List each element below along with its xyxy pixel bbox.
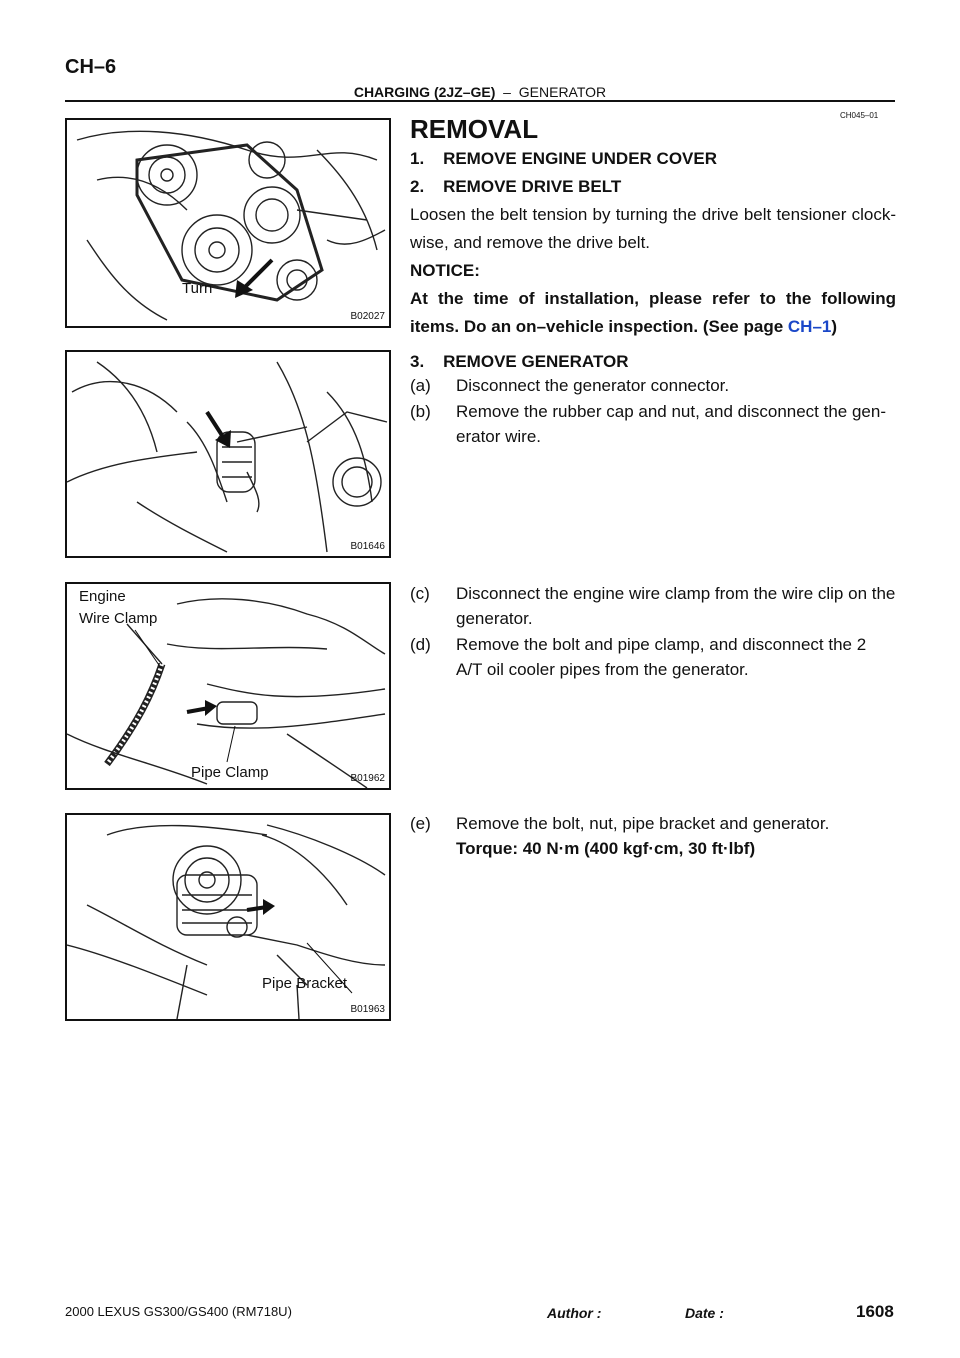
figure-code: B01963 [350,1004,385,1015]
section-title: REMOVAL [410,114,539,144]
figure-code: B01646 [350,541,385,552]
notice-close-paren: ) [831,317,838,336]
page-link[interactable]: CH–1 [787,317,832,336]
step-2-heading: 2. REMOVE DRIVE BELT [410,177,622,196]
footer-date-label: Date : [685,1305,724,1321]
step-b-letter: (b) [410,402,431,421]
page-code: CH–6 [65,56,117,78]
figure-pipe-bracket: Pipe Bracket B01963 [65,813,391,1021]
step-e-text: Remove the bolt, nut, pipe bracket and g… [456,814,830,833]
step-c-text-1: Disconnect the engine wire clamp from th… [456,584,896,603]
step-e: (e) Remove the bolt, nut, pipe bracket an… [410,810,829,838]
step-e-letter: (e) [410,814,431,833]
step-d-letter: (d) [410,635,431,654]
label-pipe-clamp: Pipe Clamp [191,764,269,781]
header-rule [65,100,895,102]
step-1-heading: 1. REMOVE ENGINE UNDER COVER [410,149,717,168]
step-b-text-1: Remove the rubber cap and nut, and disco… [456,402,887,421]
footer-author-label: Author : [547,1305,602,1321]
step-c-cont: generator. [456,609,533,628]
section-separator: – [495,84,519,100]
label-engine: Engine [79,588,126,605]
step-b-cont: erator wire. [456,427,542,446]
step-d: (d) Remove the bolt and pipe clamp, and d… [410,631,866,659]
notice-label: NOTICE: [410,261,480,280]
reference-code: CH045–01 [840,111,879,120]
step-3-heading: 3. REMOVE GENERATOR [410,352,629,371]
footer-book-title: 2000 LEXUS GS300/GS400 (RM718U) [65,1304,292,1319]
step-c: (c) Disconnect the engine wire clamp from… [410,580,895,608]
section-header: CHARGING (2JZ–GE) – GENERATOR [65,84,895,100]
figure-code: B02027 [350,311,385,322]
label-pipe-bracket: Pipe Bracket [262,975,348,992]
step-2-text: Loosen the belt tension by turning the d… [410,205,896,252]
step-a: (a) Disconnect the generator connector. [410,372,729,400]
step-a-letter: (a) [410,376,431,395]
figure-generator-connector: B01646 [65,350,391,558]
section-name: CHARGING (2JZ–GE) [353,84,496,100]
figure-pipe-clamp: Engine Wire Clamp Pipe Clamp B01962 [65,582,391,790]
pipe-clamp-illustration [67,598,386,788]
notice-body: At the time of installation, please refe… [410,289,896,336]
step-d-text-1: Remove the bolt and pipe clamp, and disc… [456,635,867,654]
notice-text: At the time of installation, please refe… [410,285,896,341]
step-b: (b) Remove the rubber cap and nut, and di… [410,398,896,426]
step-d-cont: A/T oil cooler pipes from the generator. [456,660,749,679]
step-a-text: Disconnect the generator connector. [456,376,730,395]
pipe-bracket-illustration [67,824,386,1019]
label-wire-clamp: Wire Clamp [79,610,158,627]
drive-belt-illustration [76,130,386,321]
section-topic: GENERATOR [518,84,607,100]
figure-drive-belt: Turn B02027 [65,118,391,328]
label-turn: Turn [182,280,213,297]
step-c-letter: (c) [410,584,430,603]
figure-code: B01962 [350,773,385,784]
generator-connector-illustration [67,361,388,553]
page-number: 1608 [856,1302,894,1321]
torque-spec: Torque: 40 N·m (400 kgf·cm, 30 ft·lbf) [456,839,756,858]
